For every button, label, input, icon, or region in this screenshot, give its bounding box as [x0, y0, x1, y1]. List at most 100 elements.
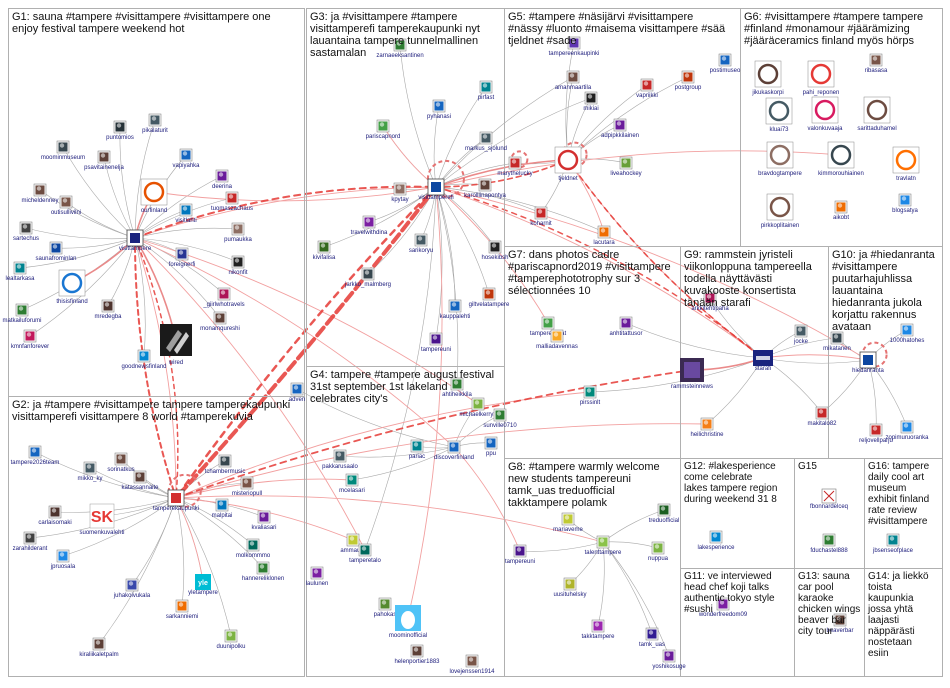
node-ammauru[interactable]: ammauru	[340, 533, 366, 554]
node-beaverbar[interactable]: beaverbar	[826, 613, 854, 634]
node-markus-sjolund[interactable]: markus_sjolund	[465, 131, 507, 152]
node-visitlahti[interactable]: visitlahti	[175, 203, 197, 224]
node-pahi-reponen[interactable]: pahi_reponen	[803, 60, 840, 96]
node-moominmuseum[interactable]: moominmuseum	[41, 140, 85, 161]
node-sarittaduhamel[interactable]: sarittaduhamel	[857, 96, 897, 132]
node-sorinatkus[interactable]: sorinatkus	[107, 452, 135, 473]
node-vapiyahka[interactable]: vapiyahka	[172, 148, 200, 169]
node-arkkitehtipaha[interactable]: arkkitehtipaha	[691, 291, 729, 312]
node-tamk-uas[interactable]: tamk_uas	[639, 627, 665, 648]
node-tamperekuvat[interactable]: tamperekuvat	[530, 316, 567, 337]
node-helenportier1883[interactable]: helenportier1883	[394, 644, 440, 665]
node-jarkko-malmberg[interactable]: jarkko_malmberg	[344, 267, 391, 288]
node-amanmaartila[interactable]: amanmaartila	[555, 70, 592, 91]
node-bravdogtampere[interactable]: bravdogtampere	[758, 141, 803, 177]
node-katassannaite[interactable]: katassannaite	[121, 470, 159, 491]
node-heilichristine[interactable]: heilichristine	[690, 417, 724, 438]
node-duunipolku[interactable]: duunipolku	[216, 629, 246, 650]
node-goodnewsfinland[interactable]: goodnewsfinland	[121, 349, 167, 370]
node-visittamperefi[interactable]: visittamperefi	[418, 178, 454, 201]
node-kluai73[interactable]: kluai73	[765, 97, 793, 133]
node-koharnit[interactable]: koharnit	[530, 206, 552, 227]
node-takktampere[interactable]: takktampere	[581, 619, 615, 640]
node-zopimuruoranka[interactable]: zopimuruoranka	[885, 420, 929, 441]
node-thisisfinland[interactable]: thisisfinland	[56, 269, 88, 305]
node-tamperetalo[interactable]: tamperetalo	[349, 543, 382, 564]
node-pirfast[interactable]: pirfast	[478, 80, 495, 101]
node-lacutara[interactable]: lacutara	[593, 225, 615, 246]
node-mikiai[interactable]: mikiai	[583, 91, 599, 112]
node-adven[interactable]: adven	[289, 382, 305, 403]
node-malpitai[interactable]: malpitai	[212, 498, 233, 519]
node-giltvelatampere[interactable]: giltvelatampere	[469, 287, 510, 308]
node-fduchastel888[interactable]: fduchastel888	[810, 533, 848, 554]
node-pyhanasi[interactable]: pyhanasi	[427, 99, 451, 120]
node-tchambermusic[interactable]: tchambermusic	[205, 454, 246, 475]
node-saunafrominlan[interactable]: saunafrominlan	[35, 241, 77, 262]
node-mikko-ky[interactable]: mikko_ky	[77, 461, 103, 482]
node-wired[interactable]: wired	[160, 324, 192, 366]
node-deerina[interactable]: deerina	[212, 169, 233, 190]
node-tampereuni-g8[interactable]: tampereuni	[505, 544, 535, 565]
node-moominofficial[interactable]: moominofficial	[389, 605, 427, 639]
node-makitalo82[interactable]: makitalo82	[807, 406, 837, 427]
node-sarkanniemi[interactable]: sarkanniemi	[166, 599, 198, 620]
node-mikatanen[interactable]: mikatanen	[823, 331, 851, 352]
node--giirlwhotravels[interactable]: _giirlwhotravels	[202, 287, 245, 308]
node-zarnaeeksantinen[interactable]: zarnaeeksantinen	[376, 38, 424, 59]
node-jocke[interactable]: jocke	[793, 324, 809, 345]
node-blogsatya[interactable]: blogsatya	[892, 193, 919, 214]
node-discoverfinland[interactable]: discoverfinland	[434, 440, 474, 461]
node-marythelucky[interactable]: marythelucky	[497, 156, 533, 177]
node-tampereuni[interactable]: tampereuni	[421, 332, 451, 353]
node-anhtitattusor[interactable]: anhtitattusor	[609, 316, 643, 337]
node-nikonfit[interactable]: nikonfit	[228, 255, 248, 276]
node-reljovellparju[interactable]: reljovellparju	[859, 423, 893, 444]
node-pumaukka[interactable]: pumaukka	[224, 222, 253, 243]
node-psavitainenelja[interactable]: psavitainenelja	[84, 150, 125, 171]
node-micheldenney[interactable]: micheldenney	[21, 183, 59, 204]
node-zarahilderant[interactable]: zarahilderant	[13, 531, 48, 552]
node-kvaliasari[interactable]: kvaliasari	[251, 510, 277, 531]
node-hannereliklonen[interactable]: hannereliklonen	[242, 561, 284, 582]
node-jikukaskorpi[interactable]: jikukaskorpi	[751, 60, 784, 96]
node-mredegba[interactable]: mredegba	[94, 299, 122, 320]
node-kmnfanforever[interactable]: kmnfanforever	[11, 329, 49, 350]
node-outisullivilni[interactable]: outisullivilni	[51, 195, 81, 216]
node-nuppua[interactable]: nuppua	[648, 541, 669, 562]
node-liveahockey[interactable]: liveahockey	[610, 156, 642, 177]
node-tampereenkaupinki[interactable]: tampereenkaupinki	[549, 36, 600, 57]
node-molkommmo[interactable]: molkommmo	[236, 538, 271, 559]
node-michaelkerry3[interactable]: michaelkerry3	[459, 397, 497, 418]
node-hosekibsh[interactable]: hosekibsh	[481, 240, 509, 261]
node-pariac[interactable]: pariac	[409, 439, 425, 460]
node-kiraliikaletpalm[interactable]: kiraliikaletpalm	[79, 637, 119, 658]
node-tjeldnet[interactable]: tjeldnet	[554, 146, 582, 182]
node-ahtiheikkila[interactable]: ahtiheikkila	[442, 377, 473, 398]
node-kpytay[interactable]: kpytay	[391, 182, 409, 203]
node-valonkuvaaja[interactable]: valonkuvaaja	[807, 96, 843, 132]
node-kimmorouhiainen[interactable]: kimmorouhiainen	[818, 141, 864, 177]
node-1000hatohes[interactable]: 1000hatohes	[890, 323, 925, 344]
node-puntomios[interactable]: puntomios	[106, 120, 134, 141]
node-pikalaturit[interactable]: pikalaturit	[142, 113, 168, 134]
node-tuomaszachaus[interactable]: tuomaszachaus	[211, 191, 253, 212]
node-matkailuforumi[interactable]: matkailuforumi	[2, 303, 42, 324]
node-talenttampere[interactable]: talenttampere	[585, 535, 622, 556]
node-kivifalisa[interactable]: kivifalisa	[313, 240, 336, 261]
node-tampere2026team[interactable]: tampere2026team	[11, 445, 60, 466]
node-visittampere[interactable]: visittampere	[119, 229, 152, 252]
node-sunville0710[interactable]: sunville0710	[483, 408, 517, 429]
node-hiedanranta[interactable]: hiedanranta	[852, 351, 885, 374]
node-mariaveme[interactable]: mariaveme	[553, 512, 583, 533]
node-postimuseo[interactable]: postimuseo	[710, 53, 741, 74]
node-pakkarusaalo[interactable]: pakkarusaalo	[322, 449, 359, 470]
node-yoshikosuge[interactable]: yoshikosuge	[652, 649, 686, 670]
node-foreignerfi[interactable]: foreignerfi	[169, 247, 196, 268]
node-lovejenssen1914[interactable]: lovejenssen1914	[449, 654, 495, 675]
node-sarikoryu[interactable]: sarikoryu	[409, 233, 433, 254]
node-pahokas[interactable]: pahokas	[374, 597, 397, 618]
node-ourfinland[interactable]: ourfinland	[140, 178, 168, 214]
